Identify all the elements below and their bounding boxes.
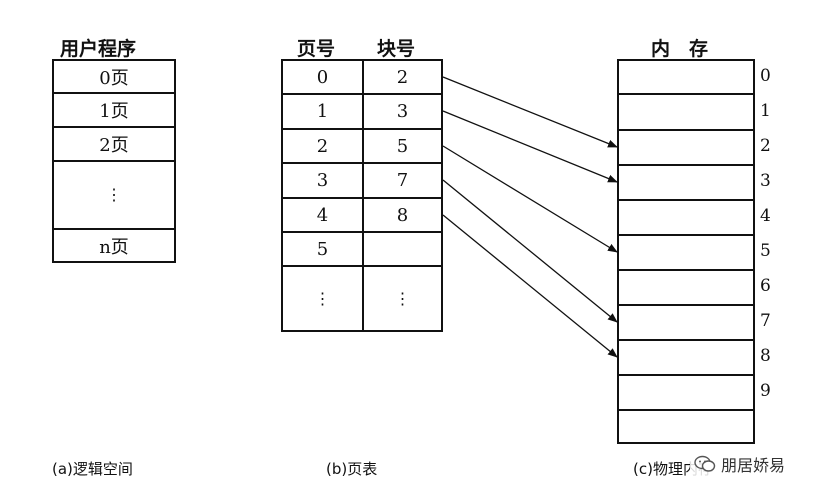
memory-block-2 bbox=[619, 131, 753, 166]
page-row-4-block: 8 bbox=[364, 199, 441, 233]
page-table-divider bbox=[362, 61, 364, 330]
block-number-header: 块号 bbox=[377, 38, 416, 60]
page-table-caption: (b)页表 bbox=[326, 460, 378, 478]
page-row-ellipsis-page: ⋮ bbox=[314, 288, 331, 308]
page-row-ellipsis-block: ⋮ bbox=[394, 288, 411, 308]
logical-page-0: 0页 bbox=[54, 61, 174, 94]
memory-block-label-2: 2 bbox=[760, 136, 771, 156]
page-row-2-page: 2 bbox=[283, 130, 362, 164]
page-row-2-block: 5 bbox=[364, 130, 441, 164]
page-table: 0 2 1 3 2 5 3 7 4 8 5 ⋮ ⋮ bbox=[281, 59, 443, 332]
mapping-arrow-page-4-to-block-8 bbox=[442, 214, 618, 358]
page-row-3-block: 7 bbox=[364, 164, 441, 199]
memory-block-label-7: 7 bbox=[760, 311, 771, 331]
page-row-5-block bbox=[364, 233, 441, 267]
logical-space-table: 0页 1页 2页 ⋮ n页 bbox=[52, 59, 176, 263]
page-row-0-block: 2 bbox=[364, 61, 441, 95]
memory-title: 内 存 bbox=[651, 38, 709, 60]
logical-page-1: 1页 bbox=[54, 94, 174, 128]
memory-block-9 bbox=[619, 376, 753, 411]
memory-block-label-6: 6 bbox=[760, 276, 771, 296]
wechat-icon bbox=[694, 455, 716, 473]
page-row-5-page: 5 bbox=[283, 233, 362, 267]
memory-block-label-4: 4 bbox=[760, 206, 771, 226]
logical-page-ellipsis: ⋮ bbox=[54, 162, 174, 230]
logical-space-title: 用户程序 bbox=[60, 38, 137, 60]
logical-space-caption: (a)逻辑空间 bbox=[52, 460, 133, 478]
page-row-4-page: 4 bbox=[283, 199, 362, 233]
page-row-0-page: 0 bbox=[283, 61, 362, 95]
memory-block-label-5: 5 bbox=[760, 241, 771, 261]
memory-block-6 bbox=[619, 271, 753, 306]
logical-page-n: n页 bbox=[99, 236, 129, 258]
mapping-arrow-page-2-to-block-5 bbox=[442, 145, 618, 253]
memory-block-4 bbox=[619, 201, 753, 236]
mapping-arrow-page-3-to-block-7 bbox=[442, 179, 618, 323]
memory-block-label-1: 1 bbox=[760, 101, 771, 121]
memory-block-8 bbox=[619, 341, 753, 376]
memory-block-label-9: 9 bbox=[760, 381, 771, 401]
page-number-header: 页号 bbox=[297, 38, 336, 60]
page-row-1-page: 1 bbox=[283, 95, 362, 130]
page-row-1-block: 3 bbox=[364, 95, 441, 130]
memory-block-label-3: 3 bbox=[760, 171, 771, 191]
memory-block-7 bbox=[619, 306, 753, 341]
memory-table bbox=[617, 59, 755, 444]
mapping-arrow-page-0-to-block-2 bbox=[442, 76, 618, 148]
watermark-text: 朋居娇易 bbox=[721, 456, 786, 475]
memory-block-label-8: 8 bbox=[760, 346, 771, 366]
mapping-arrow-page-1-to-block-3 bbox=[442, 110, 618, 183]
memory-block-5 bbox=[619, 236, 753, 271]
watermark: 朋居娇易 bbox=[690, 450, 790, 478]
page-row-3-page: 3 bbox=[283, 164, 362, 199]
memory-block-label-0: 0 bbox=[760, 66, 771, 86]
logical-page-2: 2页 bbox=[54, 128, 174, 162]
memory-block-1 bbox=[619, 95, 753, 131]
memory-block-3 bbox=[619, 166, 753, 201]
memory-block-0 bbox=[619, 61, 753, 95]
